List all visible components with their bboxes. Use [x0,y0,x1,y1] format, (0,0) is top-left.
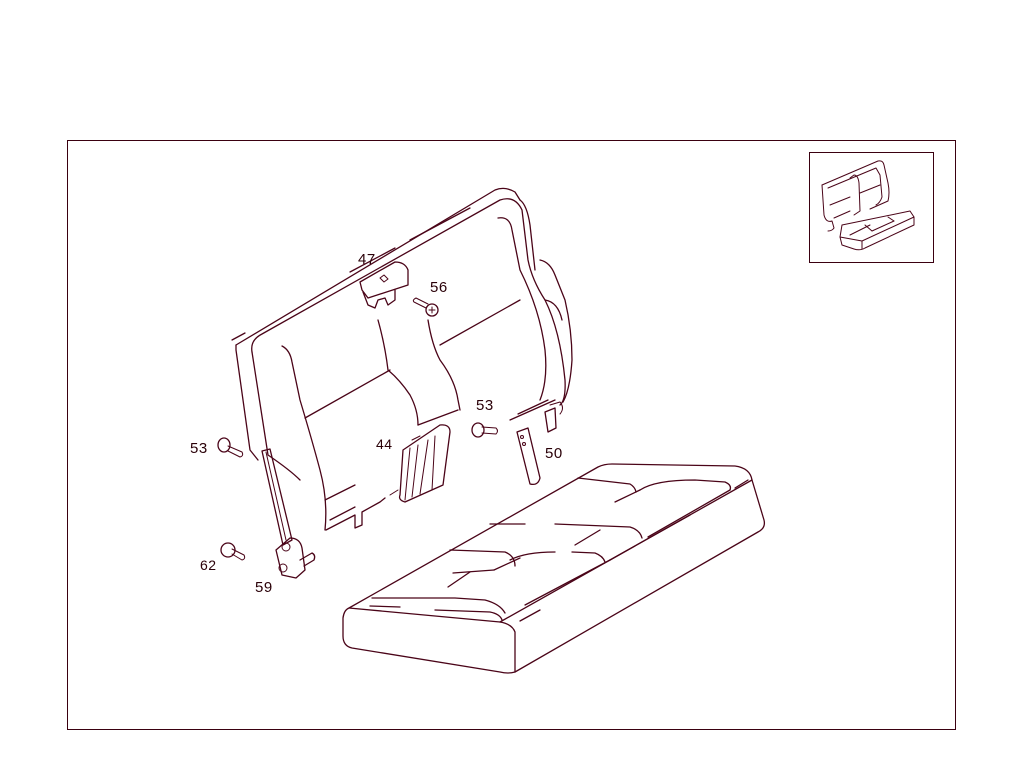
seat-cushion [342,463,766,674]
part-47-latch [359,261,409,309]
callout-62: 62 [200,557,217,573]
callout-47: 47 [358,251,376,268]
part-53-bolt-right [471,422,498,438]
overview-inset [809,152,934,263]
diagram-frame [67,140,956,730]
part-62-bolt [220,542,246,561]
part-56-screw [412,297,439,317]
part-53-bolt-left [217,437,244,458]
part-50-plate [516,427,541,486]
inset-seat-thumbnail [821,160,915,251]
part-44-cover [398,424,451,503]
part-59-hinge [261,448,316,579]
backrest [231,187,573,531]
callout-53-left: 53 [190,440,208,457]
callout-53-right: 53 [476,397,494,414]
callout-44: 44 [376,436,393,452]
callout-59: 59 [255,579,273,596]
right-bracket [509,399,563,433]
callout-50: 50 [545,445,563,462]
callout-56: 56 [430,279,448,296]
